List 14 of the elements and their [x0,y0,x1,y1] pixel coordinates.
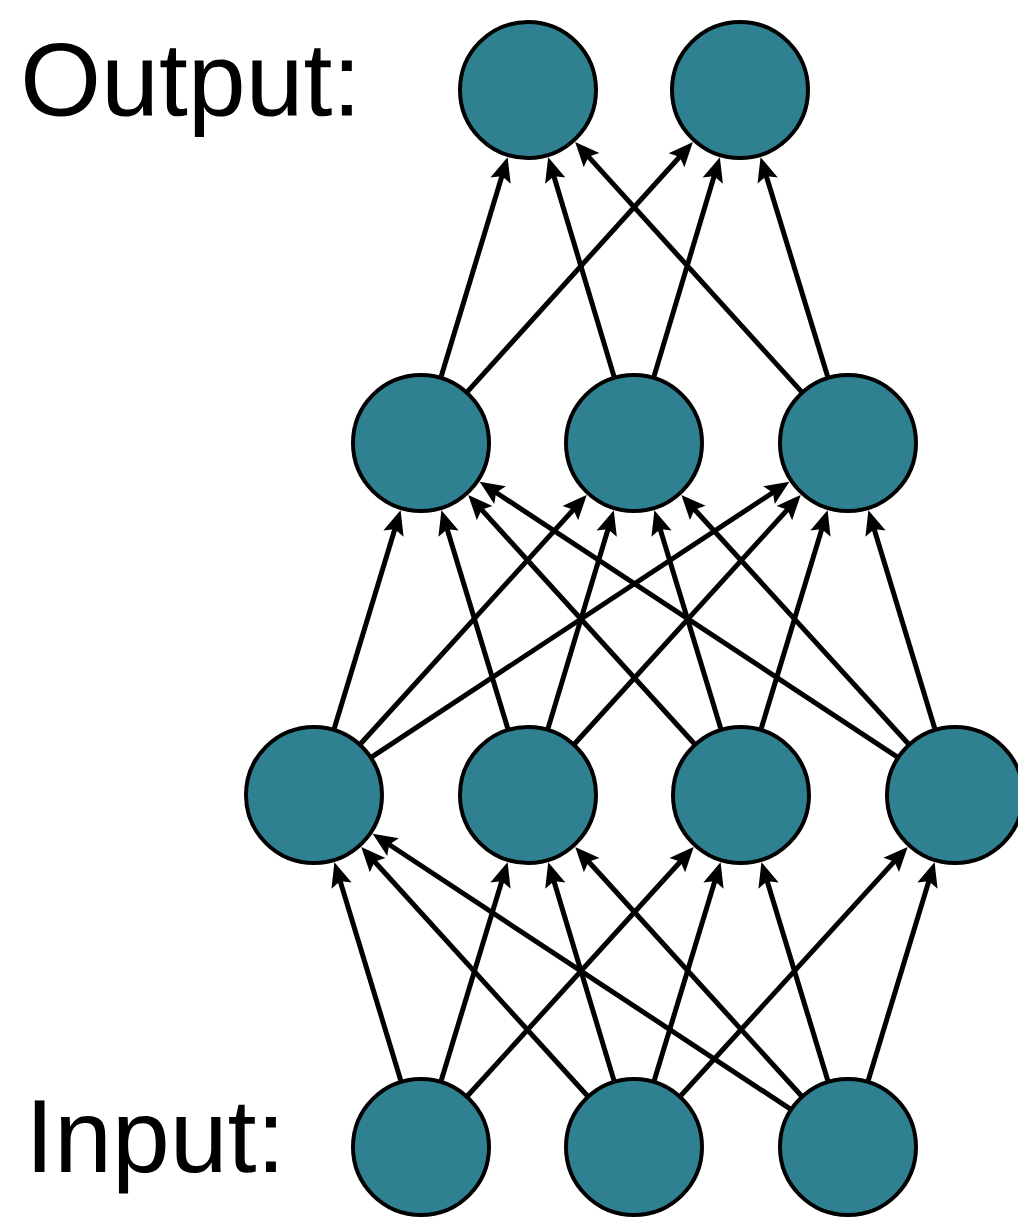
neuron-circle [778,1077,918,1217]
neuron-circle [244,725,384,865]
neuron-circle [778,373,918,513]
neuron-circle [351,1077,491,1217]
neuron-circle [671,725,811,865]
neuron-circle [885,725,1018,865]
neuron-circle [564,373,704,513]
neuron-circle [458,20,598,160]
layer-label: Input: [34,1100,276,1194]
neuron-circle [351,373,491,513]
neuron-circle [564,1077,704,1217]
layer-label: Output: [25,42,352,138]
neuron-circle [670,20,810,160]
neuron-circle [458,725,598,865]
